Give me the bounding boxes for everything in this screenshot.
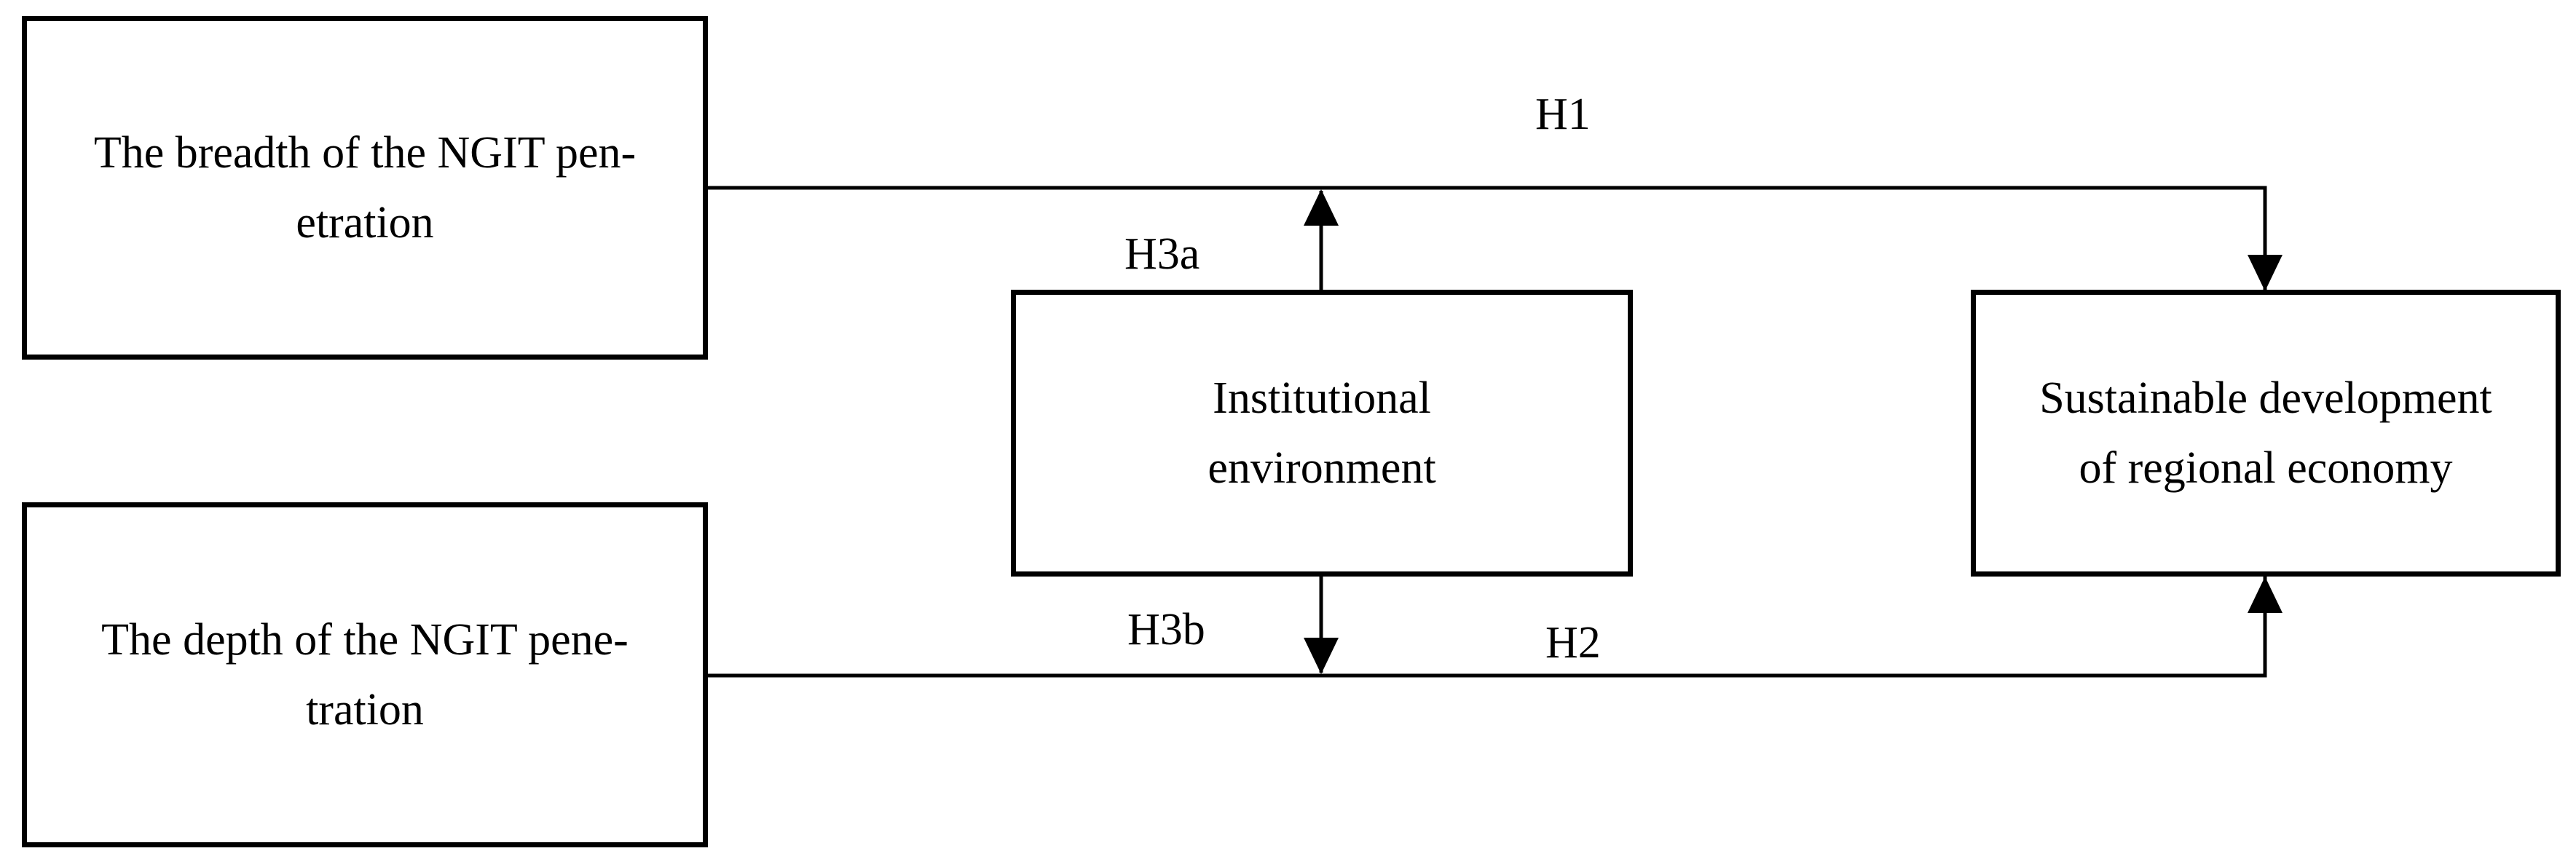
edge-label-h3a: H3a xyxy=(1124,229,1200,279)
edge-label-h1: H1 xyxy=(1535,90,1591,139)
node-depth: The depth of the NGIT pene- tration xyxy=(22,502,708,847)
h3a-arrowhead xyxy=(1304,189,1339,226)
h2-arrowhead xyxy=(2248,577,2282,613)
edge-label-h2: H2 xyxy=(1545,618,1601,668)
node-depth-label: The depth of the NGIT pene- tration xyxy=(101,614,629,735)
h1-arrow xyxy=(708,186,2267,290)
h3b-arrowhead xyxy=(1304,638,1339,674)
node-institutional: Institutional environment xyxy=(1011,290,1633,577)
node-sustainable-label: Sustainable development of regional econ… xyxy=(2039,373,2492,493)
node-breadth: The breadth of the NGIT pen- etration xyxy=(22,16,708,360)
h1-arrowhead xyxy=(2248,255,2282,291)
h2-arrow xyxy=(708,577,2267,678)
node-sustainable: Sustainable development of regional econ… xyxy=(1971,290,2561,577)
edge-label-h3b: H3b xyxy=(1127,605,1205,654)
node-breadth-label: The breadth of the NGIT pen- etration xyxy=(93,127,637,248)
node-institutional-label: Institutional environment xyxy=(1208,373,1436,493)
